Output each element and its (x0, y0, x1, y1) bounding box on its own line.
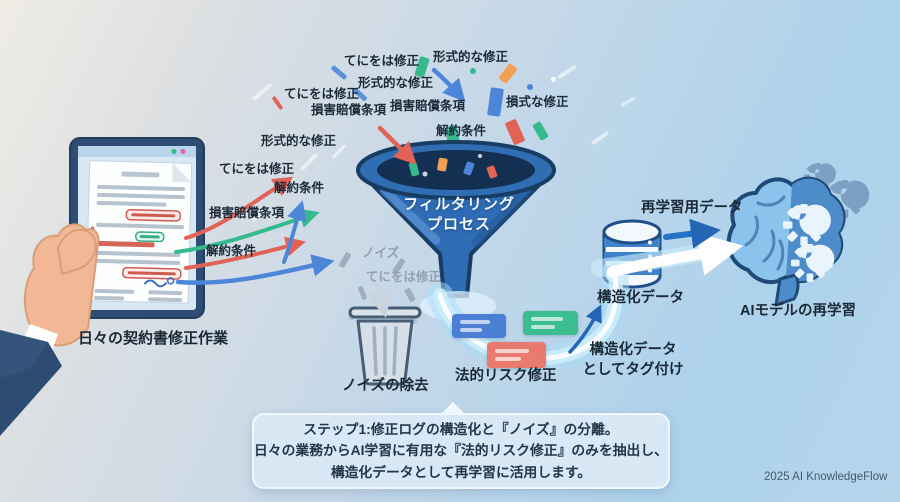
scatter-label: 形式的な修正 (433, 50, 509, 64)
brain-caption: AIモデルの再学習 (740, 303, 856, 319)
scatter-label: てにをは修正 (344, 54, 420, 68)
brain-icon (726, 163, 870, 307)
chips-caption: 法的リスク修正 (455, 368, 557, 384)
scatter-label: 損害賠償条項 (209, 206, 285, 220)
caption-line: ステップ1:修正ログの構造化と『ノイズ』の分離。 (303, 421, 619, 437)
caption-line: 日々の業務からAI学習に有用な『法的リスク修正』のみを抽出し、 (254, 443, 668, 459)
edit-arrow-blue (175, 254, 335, 285)
scatter-label: 解約条件 (206, 244, 257, 258)
retrain-data-label: 再学習用データ (641, 200, 743, 216)
scatter-label: 損害賠償条項 (390, 99, 466, 113)
confetti-dot (470, 68, 476, 74)
tag-label-line2: としてタグ付け (582, 361, 684, 378)
toolbar-dot-icon (180, 149, 186, 154)
funnel-confetti (408, 154, 498, 179)
noise-label: ノイズ (362, 246, 400, 260)
white-flow-arrow (606, 232, 744, 278)
tablet-caption: 日々の契約書修正作業 (78, 330, 229, 347)
scatter-label: 形式的な修正 (358, 76, 434, 90)
into-funnel-arrow (377, 125, 417, 165)
tablet-toolbar (78, 146, 196, 157)
scatter-label: 損式な修正 (506, 95, 569, 109)
toolbar-dot-icon (171, 149, 177, 154)
database-caption: 構造化データ (597, 290, 684, 306)
into-funnel-arrow (431, 67, 466, 103)
annotation-squiggle (143, 279, 168, 288)
step-caption-box: ステップ1:修正ログの構造化と『ノイズ』の分離。 日々の業務からAI学習に有用な… (252, 402, 670, 489)
retrain-data-arrow (663, 218, 721, 249)
confetti-dot (551, 77, 556, 82)
data-chip-blue (452, 314, 506, 338)
tagging-arrow (568, 304, 602, 354)
tablet-icon (0, 137, 205, 436)
data-chip-green (523, 311, 578, 335)
edit-arrow-red (184, 176, 294, 240)
noise-arrow (366, 283, 393, 318)
scatter-label: 形式的な修正 (261, 134, 337, 148)
data-chip-red (487, 342, 546, 368)
funnel-label: フィルタリング プロセス (392, 195, 526, 236)
scatter-label: 解約条件 (436, 124, 487, 138)
funnel-label-line2: プロセス (426, 216, 491, 234)
scatter-label: てにをは修正 (284, 87, 360, 101)
scatter-label: てにをは修正 (219, 162, 295, 176)
tag-label: 構造化データ としてタグ付け (568, 341, 698, 380)
scatter-label: 損害賠償条項 (311, 103, 387, 117)
edit-arrow-blue (282, 200, 307, 264)
footer-credit: 2025 AI KnowledgeFlow (764, 471, 888, 483)
scatter-label: 解約条件 (274, 181, 325, 195)
funnel-label-line1: フィルタリング (403, 196, 515, 213)
tag-label-line1: 構造化データ (589, 342, 677, 358)
trash-caption: ノイズの除去 (342, 378, 429, 394)
confetti-dot (527, 84, 533, 90)
hand-icon (0, 223, 100, 436)
caption-line: 構造化データとして再学習に活用します。 (330, 464, 592, 480)
noise-label: てにをは修正 (366, 270, 442, 284)
